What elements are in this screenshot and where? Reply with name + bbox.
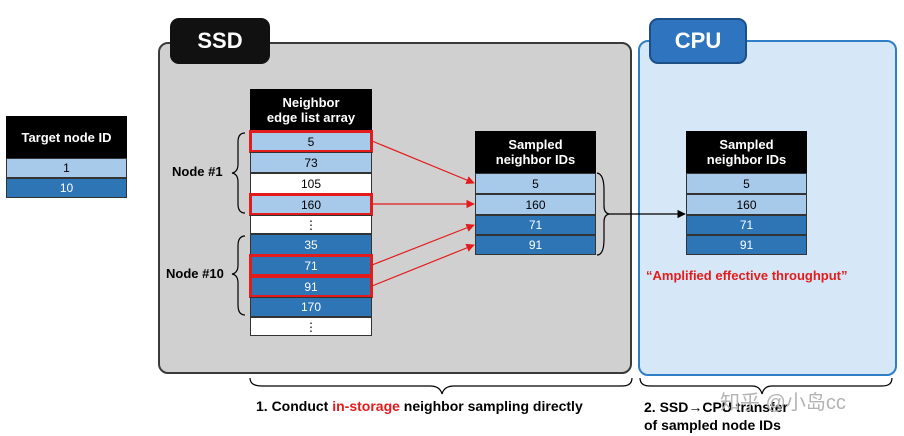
sampling-arrows xyxy=(371,140,475,287)
edge-cell: 105 xyxy=(250,173,372,194)
target-node-header: Target node ID xyxy=(6,116,127,158)
cpu-label: CPU xyxy=(649,18,747,64)
arrow-91 xyxy=(371,243,475,287)
edge-cell: 170 xyxy=(250,297,372,317)
edge-list-header-line1: Neighbor xyxy=(282,95,340,110)
edge-cell: 35 xyxy=(250,234,372,255)
brace-node1 xyxy=(231,132,246,214)
brace-ssd-sampled xyxy=(596,172,610,256)
cpu-sampled-header-line2: neighbor IDs xyxy=(706,152,787,167)
brace-node10 xyxy=(231,235,246,316)
cpu-sampled-header-line1: Sampled xyxy=(719,137,774,152)
edge-cell: 73 xyxy=(250,152,372,173)
ssd-sampled-cell: 91 xyxy=(475,235,596,255)
watermark: 知乎 @小岛cc xyxy=(720,392,846,414)
step2-caption: 2. SSD→CPU transfer of sampled node IDs xyxy=(644,398,788,434)
throughput-annotation: “Amplified effective throughput” xyxy=(646,268,848,283)
node10-label: Node #10 xyxy=(166,266,224,281)
cpu-sampled-cell: 160 xyxy=(686,194,807,215)
edge-list-header-line2: edge list array xyxy=(266,110,356,125)
ssd-sampled-header-line2: neighbor IDs xyxy=(495,152,576,167)
node1-label: Node #1 xyxy=(172,164,223,179)
edge-cell-sampled: 91 xyxy=(249,275,373,298)
ssd-sampled-cell: 5 xyxy=(475,173,596,194)
step1-prefix: 1. Conduct xyxy=(256,398,333,414)
edge-cell-sampled: 5 xyxy=(249,130,373,153)
edge-cell-ellipsis: ⋮ xyxy=(250,317,372,336)
cpu-sampled-cell: 5 xyxy=(686,173,807,194)
step1-highlight: in-storage xyxy=(332,398,400,414)
edge-cell-ellipsis: ⋮ xyxy=(250,215,372,234)
step2-line1: 2. SSD→CPU transfer xyxy=(644,399,788,415)
arrow-5 xyxy=(371,140,475,185)
edge-cell-sampled: 160 xyxy=(249,193,373,216)
cpu-sampled-cell: 71 xyxy=(686,215,807,235)
step2-line2: of sampled node IDs xyxy=(644,417,781,433)
edge-cell-sampled: 71 xyxy=(249,254,373,277)
brace-bottom-ssd xyxy=(249,377,633,395)
ssd-sampled-cell: 160 xyxy=(475,194,596,215)
ssd-label: SSD xyxy=(170,18,270,64)
brace-bottom-cpu xyxy=(639,377,893,395)
step1-suffix: neighbor sampling directly xyxy=(399,398,583,414)
target-node-row: 10 xyxy=(6,178,127,198)
target-node-row: 1 xyxy=(6,158,127,178)
ssd-sampled-cell: 71 xyxy=(475,215,596,235)
step1-caption: 1. Conduct in-storage neighbor sampling … xyxy=(256,398,583,414)
cpu-sampled-cell: 91 xyxy=(686,235,807,255)
ssd-sampled-header-line1: Sampled xyxy=(508,137,563,152)
arrow-71 xyxy=(371,223,475,266)
